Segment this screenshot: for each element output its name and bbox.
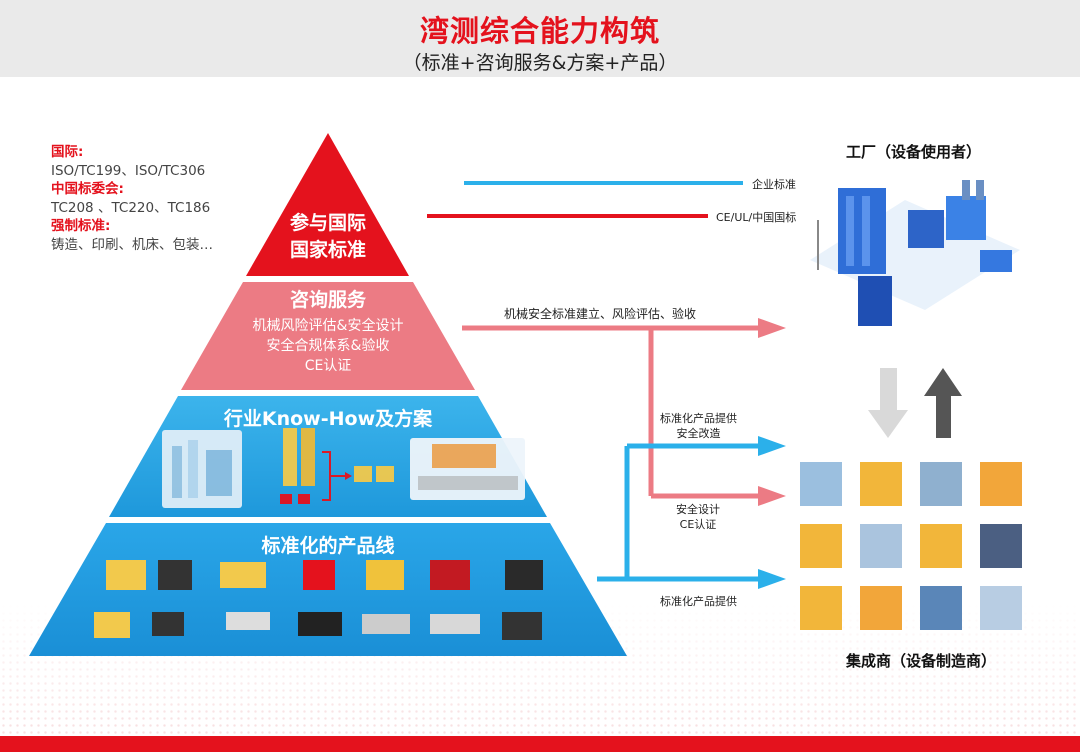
label-product-retrofit-line1: 标准化产品提供 — [660, 412, 737, 425]
pyramid-tier-consulting — [181, 282, 475, 390]
legend-item-tc: TC208 、TC220、TC186 — [51, 199, 211, 216]
integrator-robot-grid — [800, 462, 1022, 630]
tier-solutions-title: 行业Know-How及方案 — [223, 408, 433, 430]
tier-consulting-item-1: 机械风险评估&安全设计 — [252, 318, 404, 334]
factory-illustration — [810, 180, 1020, 326]
down-arrow — [868, 368, 908, 438]
legend-heading-mandatory: 强制标准: — [51, 218, 111, 234]
label-product-retrofit-line2: 安全改造 — [676, 427, 721, 440]
product-illustrations — [94, 560, 543, 640]
label-product-retrofit: 标准化产品提供 安全改造 — [660, 411, 737, 441]
tier-consulting-text: 咨询服务 机械风险评估&安全设计 安全合规体系&验收 CE认证 — [228, 288, 428, 376]
header-band — [0, 0, 1080, 77]
retrofit-arrowhead — [758, 436, 786, 456]
tier-consulting-item-3: CE认证 — [304, 358, 352, 374]
safety-design-arrowhead — [758, 486, 786, 506]
label-enterprise-standard: 企业标准 — [752, 178, 796, 191]
label-safety-design: 安全设计 CE认证 — [676, 502, 720, 532]
integrator-heading: 集成商（设备制造商） — [846, 652, 997, 670]
tier-standards-text: 参与国际 国家标准 — [268, 210, 388, 264]
legend-item-iso: ISO/TC199、ISO/TC306 — [51, 162, 206, 179]
label-consult-flow: 机械安全标准建立、风险评估、验收 — [504, 307, 697, 321]
std-product-arrowhead — [758, 569, 786, 589]
consult-arrowhead — [758, 318, 786, 338]
label-safety-design-line1: 安全设计 — [676, 503, 720, 516]
tier-products-title: 标准化的产品线 — [261, 535, 395, 557]
page-title: 湾测综合能力构筑 — [419, 14, 660, 48]
bottom-bar — [0, 736, 1080, 752]
tier-standards-line2: 国家标准 — [289, 239, 366, 261]
up-arrow — [924, 368, 962, 438]
label-safety-design-line2: CE认证 — [679, 518, 717, 531]
label-std-product: 标准化产品提供 — [660, 595, 737, 608]
solution-illustration — [162, 428, 525, 508]
tier-consulting-title: 咨询服务 — [289, 289, 366, 311]
label-ce-ul: CE/UL/中国国标 — [716, 211, 797, 224]
legend-heading-international: 国际: — [51, 144, 84, 160]
standards-legend: 国际: ISO/TC199、ISO/TC306 中国标委会: TC208 、TC… — [51, 143, 213, 254]
factory-heading: 工厂（设备使用者） — [846, 143, 982, 161]
pyramid-tier-standards — [246, 133, 409, 276]
page-subtitle: （标准+咨询服务&方案+产品） — [402, 52, 678, 74]
tier-consulting-item-2: 安全合规体系&验收 — [266, 338, 390, 354]
tier-standards-line1: 参与国际 — [289, 212, 366, 234]
legend-heading-china: 中国标委会: — [51, 181, 124, 197]
legend-item-industries: 铸造、印刷、机床、包装… — [51, 236, 213, 253]
